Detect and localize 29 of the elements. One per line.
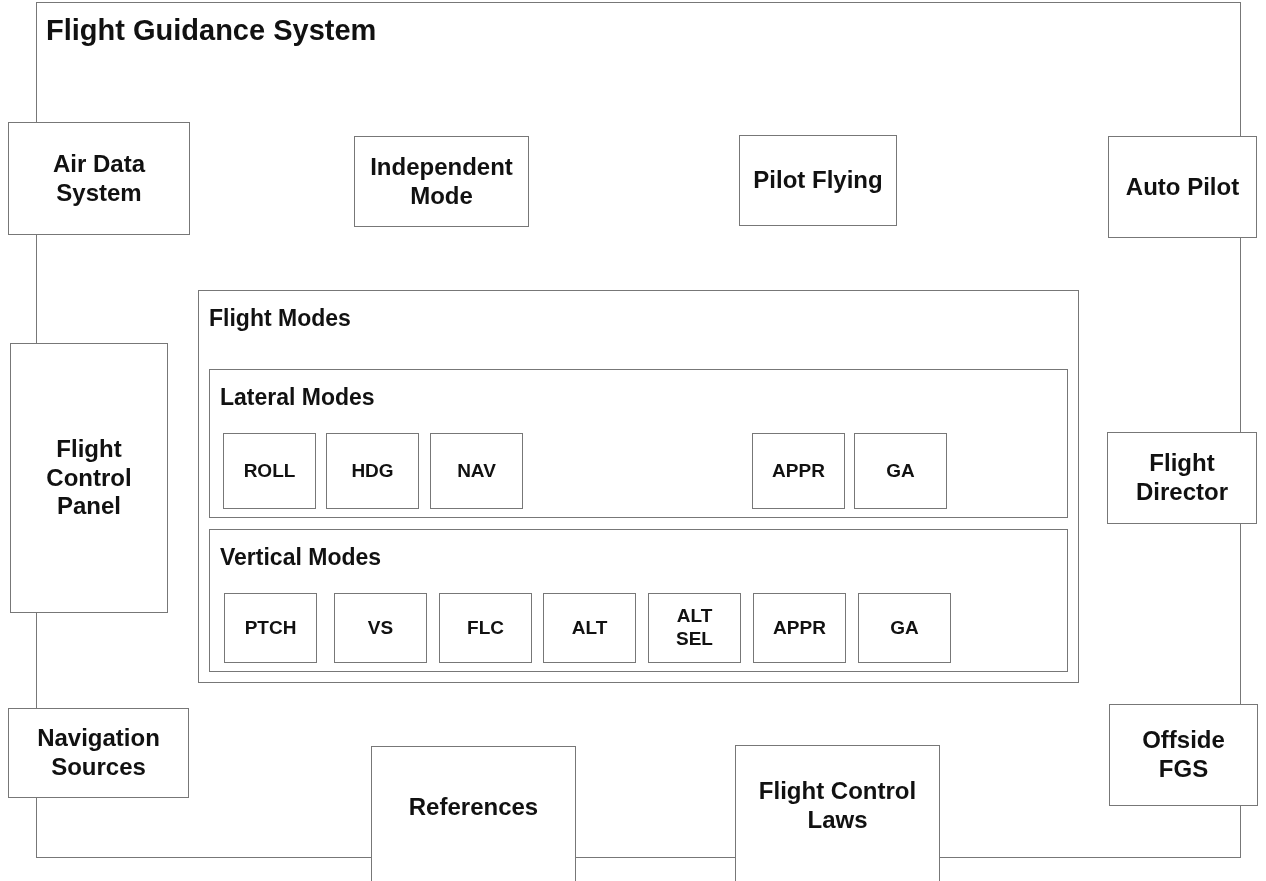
component-box: Auto Pilot xyxy=(1108,136,1257,238)
mode-box: GA xyxy=(858,593,951,663)
mode-box: NAV xyxy=(430,433,523,509)
component-box: Independent Mode xyxy=(354,136,529,227)
group-title: Flight Modes xyxy=(209,305,351,332)
component-box: Offside FGS xyxy=(1109,704,1258,806)
group-frame xyxy=(198,290,1079,683)
component-box: Flight Control Panel xyxy=(10,343,168,613)
mode-box: GA xyxy=(854,433,947,509)
mode-box: VS xyxy=(334,593,427,663)
mode-box: ALT SEL xyxy=(648,593,741,663)
group-frame xyxy=(209,529,1068,672)
group-frame xyxy=(209,369,1068,518)
mode-box: APPR xyxy=(753,593,846,663)
component-box: Flight Director xyxy=(1107,432,1257,524)
component-box: Navigation Sources xyxy=(8,708,189,798)
component-box: Pilot Flying xyxy=(739,135,897,226)
mode-box: ROLL xyxy=(223,433,316,509)
group-title: Vertical Modes xyxy=(220,544,382,571)
mode-box: FLC xyxy=(439,593,532,663)
mode-box: ALT xyxy=(543,593,636,663)
mode-box: APPR xyxy=(752,433,845,509)
group-title: Lateral Modes xyxy=(220,384,375,411)
component-box: References xyxy=(371,746,576,881)
mode-box: PTCH xyxy=(224,593,317,663)
component-box: Air Data System xyxy=(8,122,190,235)
group-title: Flight Guidance System xyxy=(46,14,377,47)
component-box: Flight Control Laws xyxy=(735,745,940,881)
mode-box: HDG xyxy=(326,433,419,509)
